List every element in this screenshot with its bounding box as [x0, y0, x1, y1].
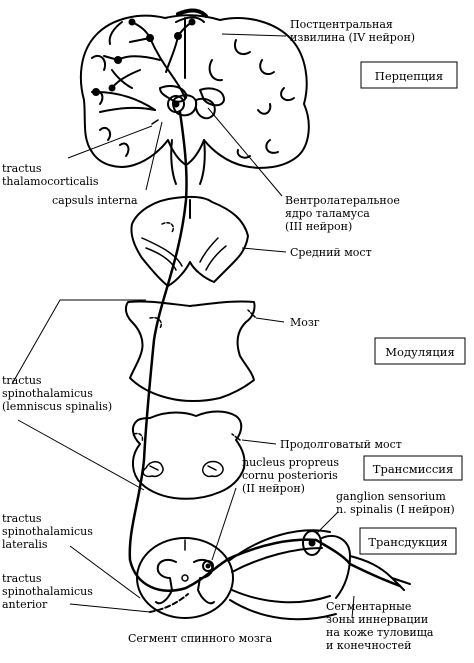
- label-line: Сегментарные: [326, 600, 411, 613]
- stage-box-transduction: Трансдукция: [359, 527, 457, 555]
- pons-section: [124, 300, 257, 402]
- spinothalamic-pathway: [128, 110, 402, 592]
- stage-box-transmission: Трансмиссия: [363, 455, 463, 481]
- label-line: (II нейрон): [242, 482, 305, 495]
- label-line: spinothalamicus: [2, 585, 93, 598]
- label-postcentral-gyrus: Постцентральная извилина (IV нейрон): [290, 18, 415, 44]
- stage-box-modulation: Модуляция: [374, 337, 466, 365]
- brain-coronal-section: [79, 14, 310, 185]
- label-brain: Мозг: [290, 316, 320, 329]
- ganglion-neuron: [302, 530, 322, 556]
- label-thalamocortical: tractus thalamocorticalis: [2, 162, 99, 188]
- label-spinothalamicus-lateralis: tractus spinothalamicus lateralis: [2, 512, 93, 551]
- label-line: n. spinalis (I нейрон): [336, 503, 455, 516]
- label-line: извилина (IV нейрон): [290, 31, 415, 44]
- label-medulla: Продолговатый мост: [280, 438, 402, 451]
- cortical-neuron-somas: [92, 18, 196, 96]
- label-line: Мозг: [290, 316, 320, 329]
- label-line: tractus: [2, 512, 42, 525]
- thalamic-neuron: [167, 95, 185, 113]
- label-line: Продолговатый мост: [280, 438, 402, 451]
- label-line: Постцентральная: [290, 18, 393, 31]
- label-line: thalamocorticalis: [2, 175, 99, 188]
- label-line: cornu posterioris: [242, 469, 338, 482]
- label-nucleus-proprius: nucleus propreus cornu posterioris (II н…: [242, 456, 339, 495]
- label-ventrolateral-nucleus: Вентролатеральное ядро таламуса (III ней…: [285, 194, 400, 233]
- stage-label-transmission: Трансмиссия: [373, 462, 453, 476]
- cortical-neurons: [95, 16, 205, 113]
- stage-label-transduction: Трансдукция: [368, 535, 447, 549]
- label-ganglion-sensorium: ganglion sensorium n. spinalis (I нейрон…: [336, 490, 455, 516]
- medulla-section: [132, 410, 246, 500]
- label-line: tractus: [2, 572, 42, 585]
- label-line: (lemniscus spinalis): [2, 400, 112, 413]
- label-line: spinothalamicus: [2, 525, 93, 538]
- stage-box-perception: Перцепция: [360, 61, 458, 89]
- label-line: lateralis: [2, 538, 48, 551]
- label-line: ядро таламуса: [285, 207, 370, 220]
- anterior-tract-path: [149, 593, 189, 613]
- label-line: tractus: [2, 162, 42, 175]
- label-line: anterior: [2, 598, 48, 611]
- label-line: spinothalamicus: [2, 387, 93, 400]
- label-segmental-zones: Сегментарные зоны иннервации на коже тул…: [326, 600, 434, 652]
- label-line: зоны иннервации: [326, 613, 428, 626]
- label-line: ganglion sensorium: [336, 490, 446, 503]
- gyrus-striped-edge: [176, 8, 208, 18]
- label-line: (III нейрон): [285, 220, 352, 233]
- label-line: tractus: [2, 374, 42, 387]
- label-line: nucleus propreus: [242, 456, 339, 469]
- label-midbrain: Средний мост: [290, 246, 372, 259]
- label-line: Сегмент спинного мозга: [128, 632, 273, 645]
- label-spinothalamicus-anterior: tractus spinothalamicus anterior: [2, 572, 93, 611]
- label-lemniscus-spinalis: tractus spinothalamicus (lemniscus spina…: [2, 374, 112, 413]
- label-line: Средний мост: [290, 246, 372, 259]
- leader-lines: [11, 33, 355, 619]
- label-line: на коже туловища: [326, 626, 434, 639]
- stage-label-modulation: Модуляция: [385, 345, 454, 359]
- dorsal-horn-neuron: [202, 560, 214, 572]
- midbrain-section: [130, 195, 249, 287]
- label-spinal-segment: Сегмент спинного мозга: [128, 632, 273, 645]
- label-line: Вентролатеральное: [285, 194, 400, 207]
- stage-label-perception: Перцепция: [375, 69, 443, 83]
- label-capsula-interna: capsuls interna: [52, 194, 138, 207]
- label-line: capsuls interna: [52, 194, 138, 207]
- label-line: и конечностей: [326, 639, 411, 652]
